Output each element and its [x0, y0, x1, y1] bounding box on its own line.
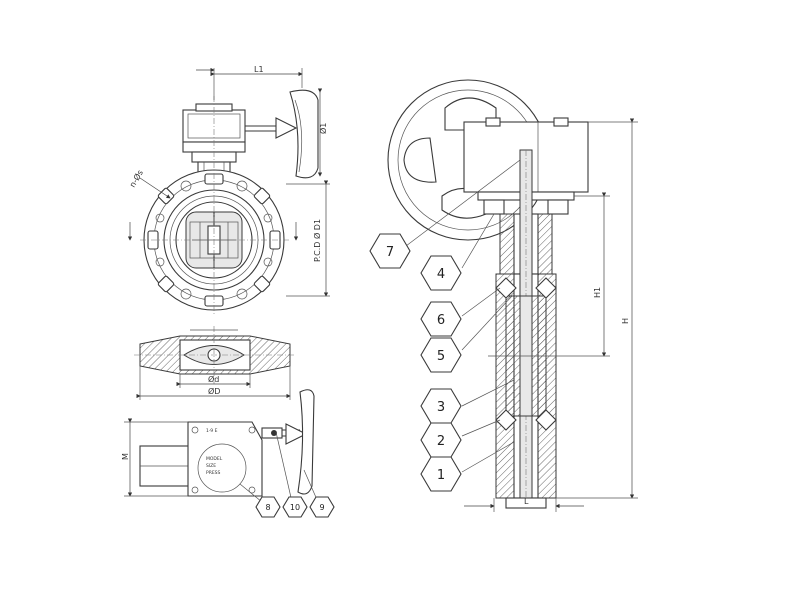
top-view: 1·9 E MODEL SIZE PRESS M [121, 389, 319, 503]
svg-text:4: 4 [437, 267, 445, 282]
dim-h1-label: H1 [593, 287, 602, 298]
dim-d1-label: Ø1 [318, 123, 328, 134]
plate-text-model: MODEL [206, 456, 223, 462]
callout-7: 7 [369, 233, 411, 269]
plate-text-press: PRESS [206, 470, 221, 476]
svg-text:7: 7 [386, 245, 394, 260]
callout-8: 8 [255, 496, 281, 518]
svg-text:6: 6 [437, 313, 445, 328]
dim-h-label: H [621, 318, 630, 324]
section-view: Ød ØD [134, 326, 296, 400]
svg-text:5: 5 [437, 349, 445, 364]
svg-text:8: 8 [265, 503, 270, 512]
dim-big-d-label: ØD [208, 386, 220, 396]
dim-l-label: L [524, 497, 529, 506]
dim-m-label: M [121, 453, 130, 460]
svg-text:3: 3 [437, 400, 445, 415]
dim-bolt-label: n-Øs [127, 168, 145, 189]
callout-5: 5 [420, 337, 462, 373]
callout-9: 9 [309, 496, 335, 518]
callout-4: 4 [420, 255, 462, 291]
svg-text:10: 10 [290, 503, 300, 512]
dim-small-d-label: Ød [208, 374, 219, 384]
callout-6: 6 [420, 301, 462, 337]
svg-text:1: 1 [437, 468, 445, 483]
dim-pcd-label: P.C.D Ø D1 [312, 219, 322, 262]
svg-text:2: 2 [437, 434, 445, 449]
side-section-view: L H1 H [387, 79, 638, 512]
callout-3: 3 [420, 388, 462, 424]
callout-10: 10 [282, 496, 308, 518]
callout-1: 1 [420, 456, 462, 492]
callout-2: 2 [420, 422, 462, 458]
front-view: L1 Ø1 P.C.D Ø D1 n-Øs [127, 65, 330, 316]
svg-text:9: 9 [319, 503, 324, 512]
dim-l1-label: L1 [254, 65, 264, 74]
plate-text-top: 1·9 E [206, 428, 218, 434]
plate-text-size: SIZE [206, 463, 216, 469]
